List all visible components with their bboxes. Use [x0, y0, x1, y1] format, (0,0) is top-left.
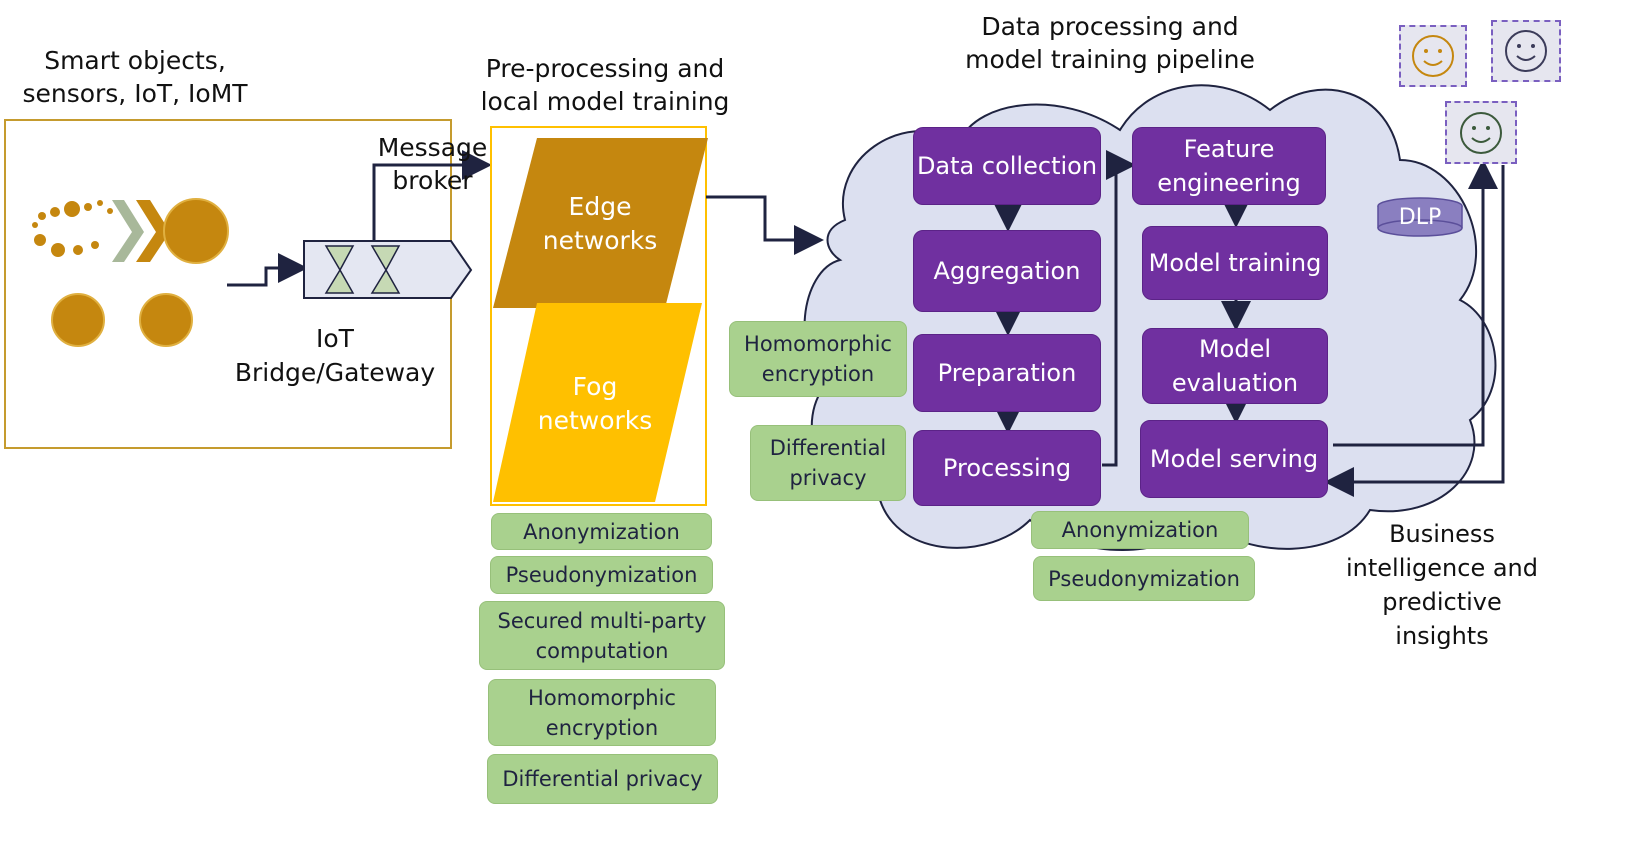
sensor-circle-1	[51, 293, 105, 347]
user-smiley-icon-3	[1445, 101, 1517, 164]
arrow-to-cloud	[706, 195, 824, 255]
preprocessing-title: Pre-processing and local model training	[480, 54, 730, 116]
step-model-evaluation: Model evaluation	[1142, 328, 1328, 404]
user-smiley-icon-2	[1491, 20, 1561, 82]
pipeline-anonymization: Anonymization	[1031, 511, 1249, 549]
step-aggregation: Aggregation	[913, 230, 1101, 312]
gateway-label-line2: Bridge/Gateway	[234, 358, 436, 387]
gateway-label-line1: IoT	[316, 324, 354, 353]
edge-networks-shape	[493, 138, 708, 308]
gateway-shape	[303, 240, 473, 299]
user-smiley-icon-1	[1399, 25, 1467, 87]
privacy-differential-privacy: Differential privacy	[487, 754, 718, 804]
fog-networks-shape	[493, 303, 702, 502]
arrow-to-preprocessing	[372, 150, 492, 241]
pipeline-differential-privacy: Differential privacy	[750, 425, 906, 501]
pipeline-title: Data processing and model training pipel…	[965, 12, 1255, 74]
dlp-cylinder-icon	[1377, 197, 1463, 237]
pipeline-homomorphic-encryption: Homomorphic encryption	[729, 321, 907, 397]
step-model-training: Model training	[1142, 226, 1328, 300]
arrow-to-gateway	[227, 253, 308, 287]
arrow-serving-to-users	[1333, 159, 1498, 447]
step-model-serving: Model serving	[1140, 420, 1328, 498]
business-insights-label: Business intelligence and predictive ins…	[1345, 520, 1538, 650]
step-data-collection: Data collection	[913, 127, 1101, 205]
message-broker-label: Message broker	[377, 133, 488, 195]
privacy-anonymization: Anonymization	[491, 513, 712, 550]
smart-objects-title: Smart objects, sensors, IoT, IoMT	[22, 46, 248, 108]
fog-networks-label: Fog networks	[537, 372, 653, 435]
dlp-label: DLP	[1398, 205, 1442, 230]
step-processing: Processing	[913, 430, 1101, 506]
privacy-pseudonymization: Pseudonymization	[490, 556, 713, 594]
pipeline-pseudonymization: Pseudonymization	[1033, 556, 1255, 601]
sensor-circle-2	[139, 293, 193, 347]
arrow-users-to-serving	[1324, 165, 1505, 497]
iot-logo-graphic	[32, 198, 229, 264]
edge-networks-label: Edge networks	[542, 192, 658, 255]
privacy-homomorphic-encryption: Homomorphic encryption	[488, 679, 716, 746]
privacy-secured-mpc: Secured multi-party computation	[479, 601, 725, 670]
step-preparation: Preparation	[913, 334, 1101, 412]
step-feature-engineering: Feature engineering	[1132, 127, 1326, 205]
